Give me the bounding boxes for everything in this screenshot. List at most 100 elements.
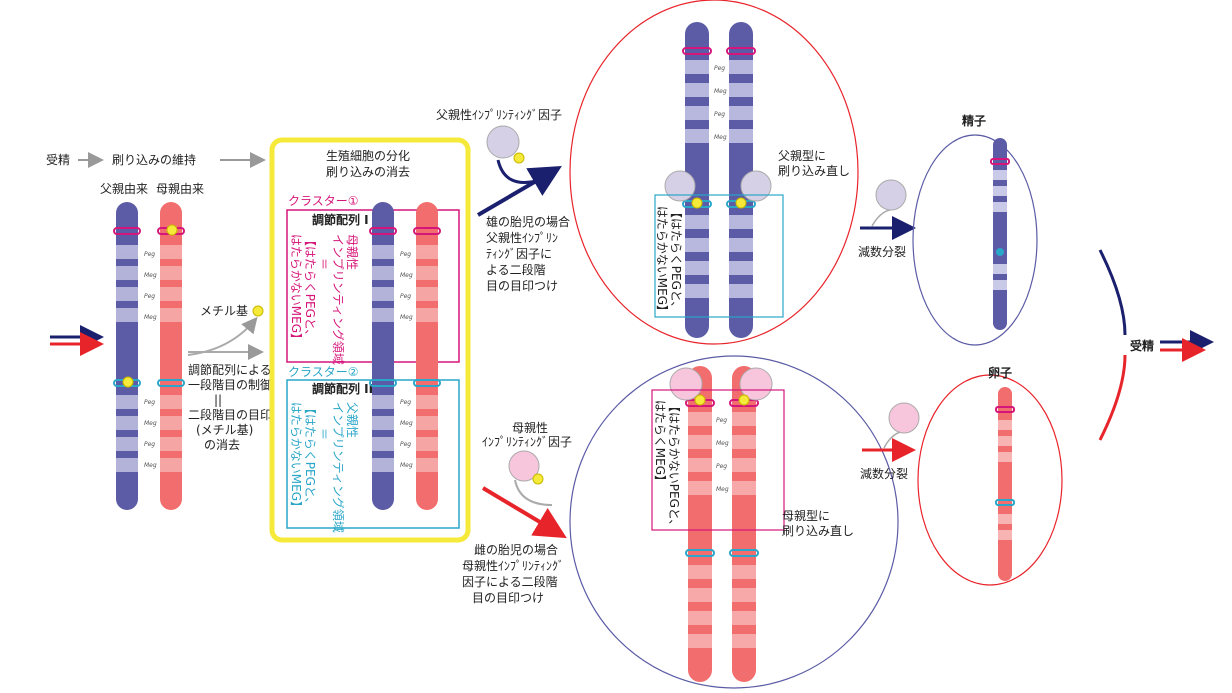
cluster1-reg: 調節配列 I: [312, 212, 369, 227]
maternal-factor-icon: [508, 450, 540, 482]
svg-text:Meg: Meg: [716, 440, 729, 447]
svg-text:Meg: Meg: [144, 314, 157, 321]
male-text: 雄の胎児の場合 父親性ｲﾝﾌﾟﾘﾝ ﾃｨﾝｸﾞ因子に よる二段階 目の目印つけ: [486, 214, 570, 293]
svg-text:父親性ｲﾝﾌﾟﾘﾝ: 父親性ｲﾝﾌﾟﾘﾝ: [486, 231, 558, 245]
methyl-icon: [252, 305, 264, 317]
egg-circle: [917, 374, 1063, 586]
egg-factor-icon: [888, 402, 920, 434]
upper-region-box: [654, 194, 784, 318]
chromosome-pair-left: Peg Meg Peg Meg Peg Meg Peg Meg: [113, 202, 185, 510]
germ-title-1: 生殖細胞の分化: [326, 148, 410, 163]
cluster1-vertical-text: 母親性 インプリンティング領域 ＝ 【はたらくPEGと、 はたらかないMEG】: [289, 234, 359, 365]
svg-text:ﾃｨﾝｸﾞ因子に: ﾃｨﾝｸﾞ因子に: [486, 247, 552, 261]
paternal-rewrite-1: 父親型に: [778, 149, 826, 163]
svg-text:母親性: 母親性: [345, 234, 359, 270]
fertilization-label: 受精: [46, 153, 70, 167]
chromosome-pair-paternal: Peg Meg Peg Meg: [664, 22, 772, 338]
sperm-circle: [912, 134, 1038, 346]
svg-text:Peg: Peg: [714, 111, 725, 118]
svg-text:はたらかないMEG】: はたらかないMEG】: [289, 234, 303, 345]
maternal-origin-label: 母親由来: [156, 182, 204, 196]
methyl-dot: [166, 224, 178, 236]
germ-title-2: 刷り込みの消去: [326, 165, 410, 179]
svg-text:二段階目の目印: 二段階目の目印: [188, 407, 272, 422]
svg-text:Meg: Meg: [716, 486, 729, 493]
paternal-factor-label: 父親性ｲﾝﾌﾟﾘﾝﾃｨﾝｸﾞ因子: [436, 108, 562, 122]
svg-text:Meg: Meg: [400, 420, 413, 427]
svg-text:の消去: の消去: [204, 438, 240, 452]
svg-text:(メチル基): (メチル基): [196, 423, 253, 437]
svg-text:Peg: Peg: [716, 463, 727, 470]
svg-text:目の目印つけ: 目の目印つけ: [486, 279, 558, 293]
svg-text:インプリンティング領域: インプリンティング領域: [331, 402, 346, 533]
svg-text:雌の胎児の場合: 雌の胎児の場合: [474, 542, 558, 557]
chromosome-pair-maternal: Peg Meg Peg Meg: [669, 366, 773, 682]
svg-text:調節配列による: 調節配列による: [188, 362, 272, 377]
svg-text:よる二段階: よる二段階: [486, 262, 546, 277]
svg-text:Peg: Peg: [716, 417, 727, 424]
svg-text:インプリンティング領域: インプリンティング領域: [331, 234, 346, 365]
control-text: 調節配列による 一段階目の制御 || 二段階目の目印 (メチル基) の消去: [188, 362, 272, 452]
cluster2-vertical-text: 父親性 インプリンティング領域 ＝ 【はたらくPEGと、 はたらかないMEG】: [289, 402, 359, 533]
sperm-label: 精子: [962, 113, 986, 128]
male-arrow: [476, 165, 562, 217]
cluster2-label: クラスター②: [288, 365, 359, 379]
svg-text:母親性ｲﾝﾌﾟﾘﾝﾃｨﾝｸﾞ: 母親性ｲﾝﾌﾟﾘﾝﾃｨﾝｸﾞ: [462, 559, 564, 573]
svg-text:【はたらくPEGと、: 【はたらくPEGと、: [303, 234, 317, 341]
svg-text:はたらかないMEG】: はたらかないMEG】: [655, 206, 669, 317]
maternal-rewrite-1: 母親型に: [782, 509, 830, 523]
svg-text:目の目印つけ: 目の目印つけ: [472, 591, 544, 605]
svg-text:Peg: Peg: [144, 441, 155, 448]
final-fertilization-label: 受精: [1130, 338, 1154, 353]
svg-text:一段階目の制御: 一段階目の制御: [188, 377, 272, 392]
paternal-rewrite-circle: [569, 0, 859, 345]
female-arrow: [481, 486, 567, 539]
svg-text:Meg: Meg: [400, 314, 413, 321]
svg-text:Meg: Meg: [144, 462, 157, 469]
svg-text:因子による二段階: 因子による二段階: [462, 574, 558, 589]
svg-text:||: ||: [214, 393, 222, 407]
svg-text:Peg: Peg: [144, 251, 155, 258]
svg-text:＝: ＝: [317, 258, 331, 270]
paternal-rewrite-2: 刷り込み直し: [778, 164, 850, 178]
methyl-dot: [122, 376, 134, 388]
svg-text:Peg: Peg: [400, 293, 411, 300]
svg-text:Peg: Peg: [400, 399, 411, 406]
sperm-factor-icon: [875, 179, 907, 211]
svg-text:＝: ＝: [317, 428, 331, 440]
lower-region-box: [651, 389, 785, 531]
svg-text:Meg: Meg: [144, 420, 157, 427]
svg-text:Peg: Peg: [144, 293, 155, 300]
svg-text:【はたらかないPEGと、: 【はたらかないPEGと、: [667, 400, 681, 531]
lower-vbox-text: 【はたらかないPEGと、 はたらくMEG】: [653, 400, 681, 531]
cluster1-label: クラスター①: [288, 194, 359, 208]
sperm-chromosome: [990, 138, 1010, 330]
svg-text:雄の胎児の場合: 雄の胎児の場合: [486, 214, 570, 229]
svg-text:父親性: 父親性: [345, 402, 359, 438]
svg-text:Peg: Peg: [144, 399, 155, 406]
paternal-origin-label: 父親由来: [100, 182, 148, 196]
methyl-arrow: [187, 316, 258, 356]
paternal-factor-icon: [486, 125, 520, 159]
methyl-label: メチル基: [200, 304, 248, 318]
egg-to-fertilization: [1098, 354, 1127, 441]
female-text: 雌の胎児の場合 母親性ｲﾝﾌﾟﾘﾝﾃｨﾝｸﾞ 因子による二段階 目の目印つけ: [462, 542, 564, 605]
maternal-factor-label-2: ｲﾝﾌﾟﾘﾝﾃｨﾝｸﾞ因子: [482, 435, 572, 449]
egg-meiosis-label: 減数分裂: [860, 466, 908, 481]
svg-text:はたらくMEG】: はたらくMEG】: [653, 400, 667, 487]
maternal-rewrite-circle: [569, 355, 899, 689]
svg-text:【はたらくPEGと、: 【はたらくPEGと、: [303, 402, 317, 509]
svg-text:はたらかないMEG】: はたらかないMEG】: [289, 402, 303, 513]
sperm-meiosis-label: 減数分裂: [858, 244, 906, 259]
maintenance-label: 刷り込みの維持: [112, 152, 196, 167]
egg-label: 卵子: [988, 365, 1012, 380]
svg-text:Peg: Peg: [714, 65, 725, 72]
svg-text:Peg: Peg: [400, 251, 411, 258]
svg-text:Meg: Meg: [400, 272, 413, 279]
svg-text:Meg: Meg: [144, 272, 157, 279]
maternal-factor-label-1: 母親性: [512, 421, 548, 435]
svg-text:Peg: Peg: [400, 441, 411, 448]
cluster2-reg: 調節配列 II: [312, 381, 373, 396]
egg-chromosome: [995, 387, 1015, 581]
